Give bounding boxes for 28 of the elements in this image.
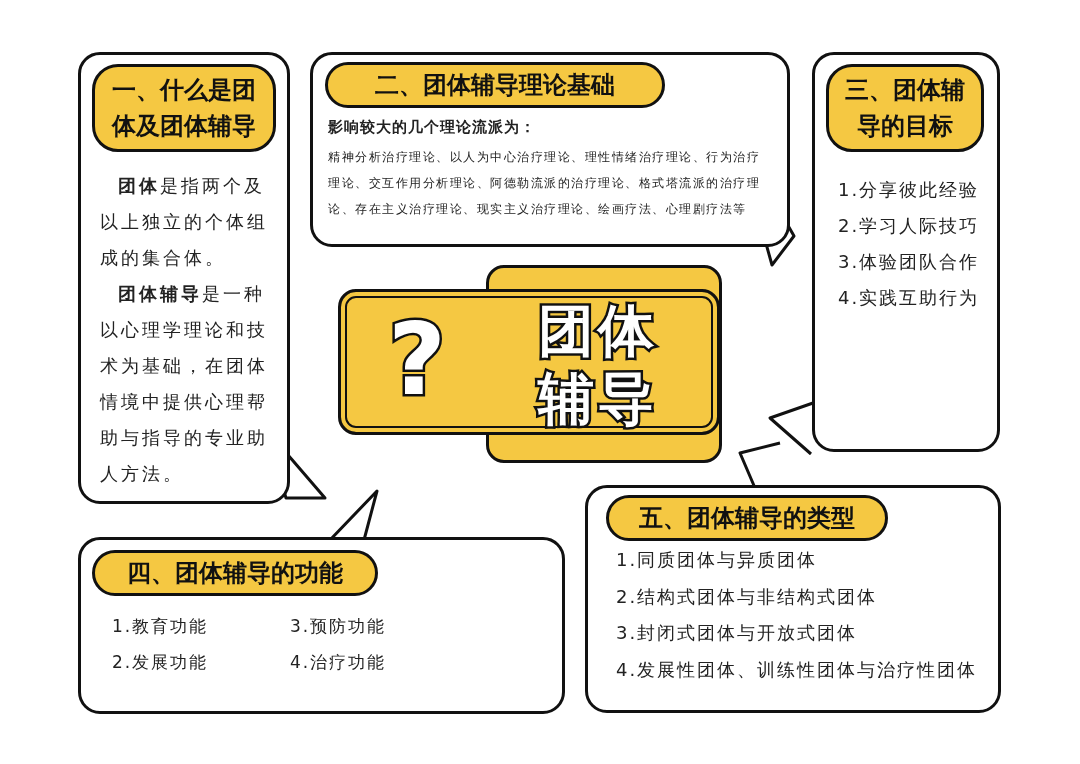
subheading: 影响较大的几个理论流派为： [328,118,537,137]
list-item: 3.体验团队合作 [838,250,981,274]
list-item: 4.实践互助行为 [838,286,981,310]
section-heading: 一、什么是团体及团体辅导 [92,64,276,152]
speech-bubble [78,52,290,504]
speech-bubble [78,537,565,714]
list-item: 1.同质团体与异质团体 [616,548,819,572]
section-heading: 四、团体辅导的功能 [92,550,378,596]
speech-bubble [310,52,790,247]
list-item: 1.教育功能 [112,615,209,638]
list-item: 3.预防功能 [290,615,387,638]
question-mark: ? [388,305,446,415]
section-heading: 二、团体辅导理论基础 [325,62,665,108]
section-heading: 五、团体辅导的类型 [606,495,888,541]
body-text: 团体是指两个及以上独立的个体组成的集合体。 [100,174,269,270]
body-text: 精神分析治疗理论、以人为中心治疗理论、理性情绪治疗理论、行为治疗理论、交互作用分析理论、阿德勒流派的治疗理论、格式塔流派的治疗理论、存在主义治疗理论、现实主义治疗理论、绘画疗法、心理剧疗法等 [328,149,761,218]
center-title: 团体辅导 [538,297,659,433]
list-item: 3.封闭式团体与开放式团体 [616,621,859,645]
body-text: 团体辅导是一种以心理学理论和技术为基础，在团体情境中提供心理帮助与指导的专业助人方法。 [100,282,269,486]
speech-bubble [585,485,1001,713]
section-heading: 三、团体辅导的目标 [826,64,984,152]
list-item: 4.发展性团体、训练性团体与治疗性团体 [616,657,979,682]
list-item: 2.结构式团体与非结构式团体 [616,584,879,609]
list-item: 1.分享彼此经验 [838,178,981,202]
speech-bubble [812,52,1000,452]
list-item: 2.发展功能 [112,651,209,674]
list-item: 4.治疗功能 [290,651,387,674]
list-item: 2.学习人际技巧 [838,214,981,238]
